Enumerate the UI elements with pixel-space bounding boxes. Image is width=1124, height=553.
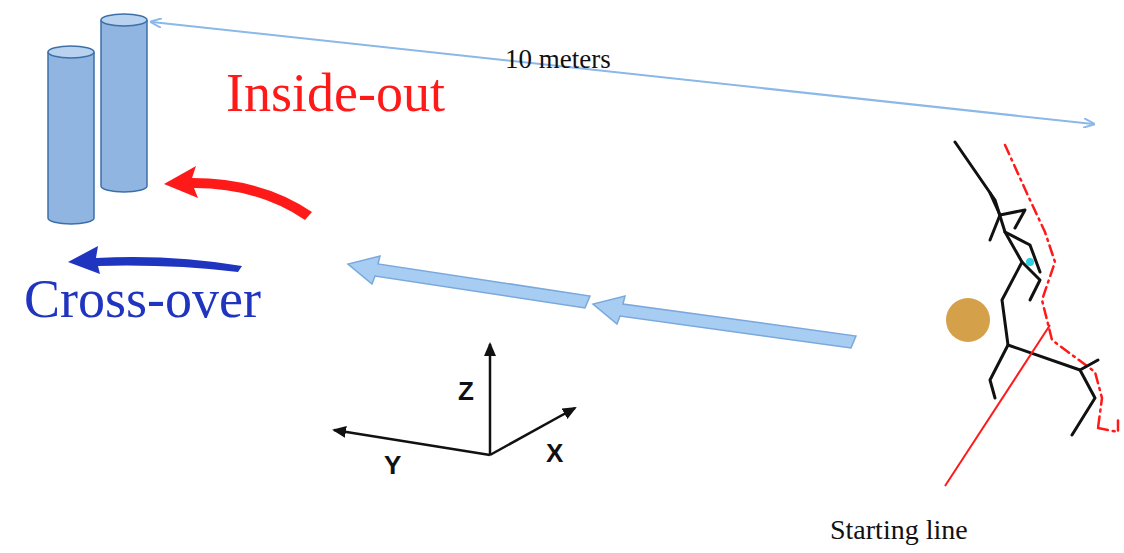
pole-cylinders	[48, 14, 147, 224]
axis-label: Y	[384, 452, 401, 478]
axis-label: X	[546, 440, 563, 466]
direction-arrow	[593, 296, 856, 348]
inside-out-arrow	[164, 166, 312, 220]
maneuver-label: Cross-over	[24, 272, 261, 326]
line-label: Starting line	[830, 516, 968, 544]
coordinate-axes	[334, 344, 575, 455]
distance-arrow	[152, 22, 1093, 124]
cross-over-arrow	[68, 246, 242, 274]
starting-line	[945, 325, 1050, 486]
axis-label: Z	[458, 378, 474, 404]
direction-arrow	[348, 256, 590, 308]
ball	[946, 298, 990, 342]
distance-label: 10 meters	[505, 46, 611, 73]
maneuver-label: Inside-out	[226, 66, 445, 120]
runner-figure	[955, 142, 1118, 435]
